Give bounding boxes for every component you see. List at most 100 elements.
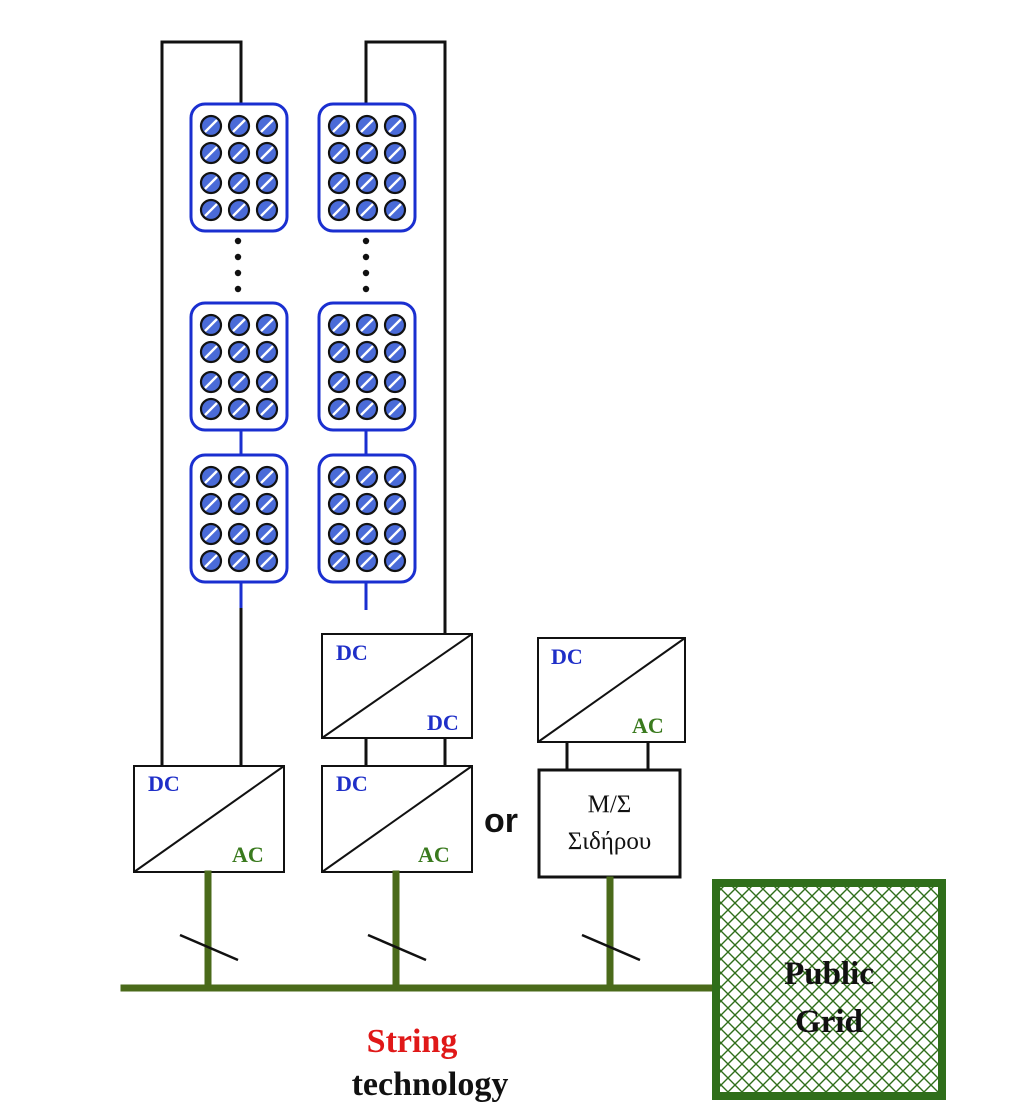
string2-ellipsis [362, 237, 370, 293]
pv-cell-highlight [260, 203, 274, 217]
pv-cell-highlight [260, 375, 274, 389]
pv-cell-highlight [204, 527, 218, 541]
inverter-option3: DC AC [537, 637, 686, 743]
string1-ellipsis [234, 237, 242, 293]
pv-cell-highlight [332, 470, 346, 484]
pv-cell-highlight [260, 470, 274, 484]
pv-cell-highlight [388, 176, 402, 190]
string2-return-wire [364, 40, 447, 634]
iron-transformer: Μ/Σ Σιδήρου [537, 768, 682, 879]
pv-cell-highlight [388, 470, 402, 484]
dc-label: DC [336, 640, 368, 665]
pv-cell-highlight [260, 119, 274, 133]
pv-cell-highlight [360, 554, 374, 568]
pv-cell-highlight [204, 375, 218, 389]
pv-cell-highlight [260, 345, 274, 359]
pv-cell-highlight [388, 203, 402, 217]
pv-cell-highlight [332, 375, 346, 389]
pv-cell-highlight [332, 318, 346, 332]
pv-cell-highlight [360, 318, 374, 332]
public-grid: Public Grid [712, 879, 946, 1100]
pv-cell-highlight [360, 119, 374, 133]
dc-dc-converter-string2: DC DC [321, 633, 473, 739]
pv-cell-highlight [360, 203, 374, 217]
pv-cell-highlight [204, 318, 218, 332]
pv-cell-highlight [332, 176, 346, 190]
pv-cell-highlight [232, 119, 246, 133]
pv-cell-highlight [360, 375, 374, 389]
pv-cell-highlight [260, 402, 274, 416]
pv-cell-highlight [360, 497, 374, 511]
pv-cell-highlight [332, 203, 346, 217]
grid-label-line1: Public [784, 956, 874, 992]
pv-cell-highlight [388, 119, 402, 133]
pv-cell-highlight [232, 345, 246, 359]
pv-cell-highlight [388, 146, 402, 160]
pv-cell-highlight [204, 497, 218, 511]
pv-cell-highlight [232, 146, 246, 160]
pv-panel [189, 102, 289, 233]
transformer-label-line2: Σιδήρου [568, 828, 651, 855]
pv-cell-highlight [232, 203, 246, 217]
pv-cell-highlight [204, 345, 218, 359]
grid-label-line2: Grid [795, 1004, 863, 1040]
pv-cell-highlight [360, 402, 374, 416]
dc-wiring [160, 40, 650, 770]
pv-cell-highlight [232, 318, 246, 332]
pv-cell-highlight [260, 527, 274, 541]
pv-cell-highlight [388, 318, 402, 332]
dc-label: DC [551, 644, 583, 669]
pv-cell-highlight [260, 176, 274, 190]
pv-cell-highlight [332, 497, 346, 511]
pv-cell-highlight [332, 146, 346, 160]
pv-cell-highlight [360, 176, 374, 190]
pv-cell-highlight [332, 554, 346, 568]
caption-line1: String [367, 1023, 458, 1060]
pv-cell-highlight [204, 470, 218, 484]
pv-cell-highlight [332, 345, 346, 359]
pv-cell-highlight [204, 554, 218, 568]
pv-cell-highlight [232, 470, 246, 484]
dc-label: DC [148, 771, 180, 796]
pv-cell-highlight [232, 402, 246, 416]
pv-cell-highlight [360, 470, 374, 484]
pv-cell-highlight [232, 176, 246, 190]
caption-line2: technology [352, 1066, 509, 1103]
pv-cell-highlight [260, 146, 274, 160]
transformer-label-line1: Μ/Σ [588, 791, 632, 818]
pv-panel [189, 453, 289, 584]
pv-cell-highlight [260, 318, 274, 332]
pv-cell-highlight [204, 119, 218, 133]
pv-cell-highlight [332, 402, 346, 416]
ac-bus [120, 870, 720, 992]
pv-cell-highlight [332, 119, 346, 133]
pv-cell-highlight [232, 554, 246, 568]
pv-panel [317, 301, 417, 432]
dc-label: DC [427, 710, 459, 735]
pv-cell-highlight [204, 402, 218, 416]
string1-return-wire [160, 40, 243, 765]
pv-cell-highlight [204, 176, 218, 190]
dc-label: DC [336, 771, 368, 796]
pv-cell-highlight [360, 146, 374, 160]
pv-cell-highlight [388, 497, 402, 511]
pv-cell-highlight [232, 527, 246, 541]
pv-cell-highlight [360, 527, 374, 541]
or-label: or [484, 802, 518, 840]
panel-links [239, 430, 368, 610]
pv-cell-highlight [388, 554, 402, 568]
pv-cell-highlight [388, 345, 402, 359]
pv-cell-highlight [204, 146, 218, 160]
pv-cell-highlight [388, 402, 402, 416]
ac-label: AC [632, 713, 664, 738]
pv-panel [317, 102, 417, 233]
pv-cell-highlight [332, 527, 346, 541]
ac-label: AC [418, 842, 450, 867]
pv-panel [189, 301, 289, 432]
pv-cell-highlight [204, 203, 218, 217]
pv-cell-highlight [360, 345, 374, 359]
pv-panel [317, 453, 417, 584]
inverter-string1: DC AC [133, 765, 285, 873]
pv-cell-highlight [388, 375, 402, 389]
